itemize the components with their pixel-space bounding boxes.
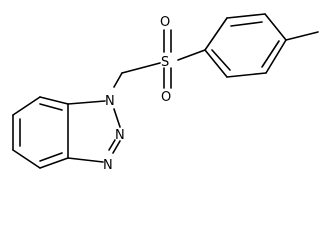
bond (177, 49, 206, 61)
atom-label-n3: N (103, 158, 113, 173)
atom-label-o-bottom: O (161, 90, 171, 105)
bond (113, 72, 123, 88)
tolyl-ring (204, 13, 319, 78)
bond (226, 13, 266, 19)
atom-label-s: S (161, 55, 169, 70)
bond (12, 149, 41, 169)
bond (67, 100, 106, 105)
double-bond-inner (261, 40, 280, 68)
bond (12, 96, 41, 116)
benzene-ring-fused (12, 96, 69, 169)
bond (112, 140, 121, 154)
bond (226, 72, 267, 78)
double-bond-inner (108, 139, 116, 151)
double-bond-inner (39, 152, 63, 162)
bond (265, 39, 287, 74)
atom-label-o-top: O (160, 15, 170, 30)
double-bond-inner (39, 103, 63, 111)
atom-label-n2: N (115, 128, 125, 143)
bond (204, 17, 228, 51)
methyl-bond (285, 31, 319, 41)
chemical-structure-diagram: N N N S O O (12, 13, 319, 173)
methylene-sulfonyl-linker (113, 29, 206, 89)
bond (39, 96, 69, 105)
atom-label-n1: N (105, 94, 115, 109)
bond (67, 157, 104, 163)
bond (264, 13, 287, 41)
bond (204, 49, 228, 78)
bond (39, 157, 69, 169)
double-bond-inner (211, 49, 231, 71)
bond (113, 108, 121, 128)
bond (121, 62, 161, 74)
double-bond-inner (230, 21, 263, 27)
triazole-ring (67, 100, 121, 163)
